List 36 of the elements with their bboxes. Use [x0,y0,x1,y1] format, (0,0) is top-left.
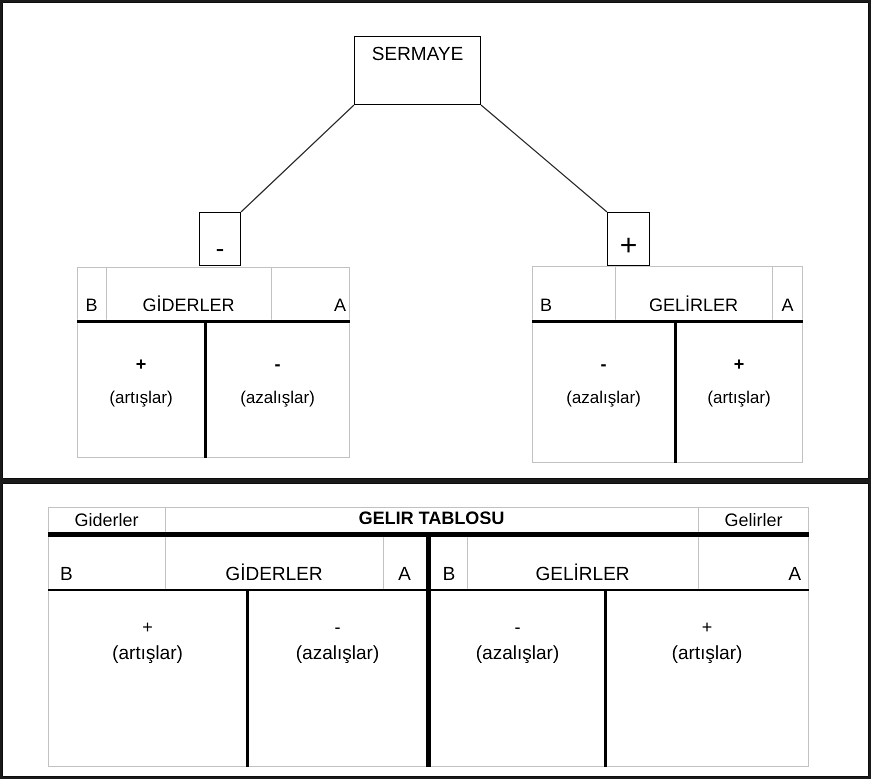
connector-line [240,104,354,212]
table-text: GİDERLER [142,296,235,314]
table-text: (azalışlar) [296,644,380,662]
sign-box: + [607,212,650,266]
table-text: (artışlar) [109,388,173,406]
table-text: - [600,355,606,373]
table-text: + [142,618,153,636]
table-text: (azalışlar) [476,644,560,662]
table-text: (artışlar) [112,644,183,662]
table-text: (azalışlar) [566,388,641,406]
table-text: A [788,565,801,584]
connector-line [480,104,608,212]
table-text: B [85,296,98,314]
table-text: A [781,296,794,314]
table-text: B [60,565,73,584]
table-text: + [136,355,146,373]
table-text: GELIR TABLOSU [358,509,504,527]
table-text: A [334,296,346,314]
table-text: - [334,618,340,636]
table-text: GELİRLER [536,565,630,584]
table-text: B [442,565,456,584]
table-text: + [702,618,712,636]
table-text: - [274,355,280,373]
sign-box: - [199,212,241,266]
table-text: - [514,618,520,636]
table-text: (azalışlar) [240,388,315,406]
table-text: GİDERLER [225,565,323,584]
table-text: A [398,565,411,584]
table-text: + [734,355,744,373]
table-text: Gelirler [724,510,782,528]
table-text: Giderler [74,510,139,528]
table-text: GELİRLER [648,296,738,314]
table-text: (artışlar) [707,388,771,406]
table-text: (artışlar) [672,644,742,662]
table-text: B [540,296,552,314]
sign-box: SERMAYE [354,36,481,105]
